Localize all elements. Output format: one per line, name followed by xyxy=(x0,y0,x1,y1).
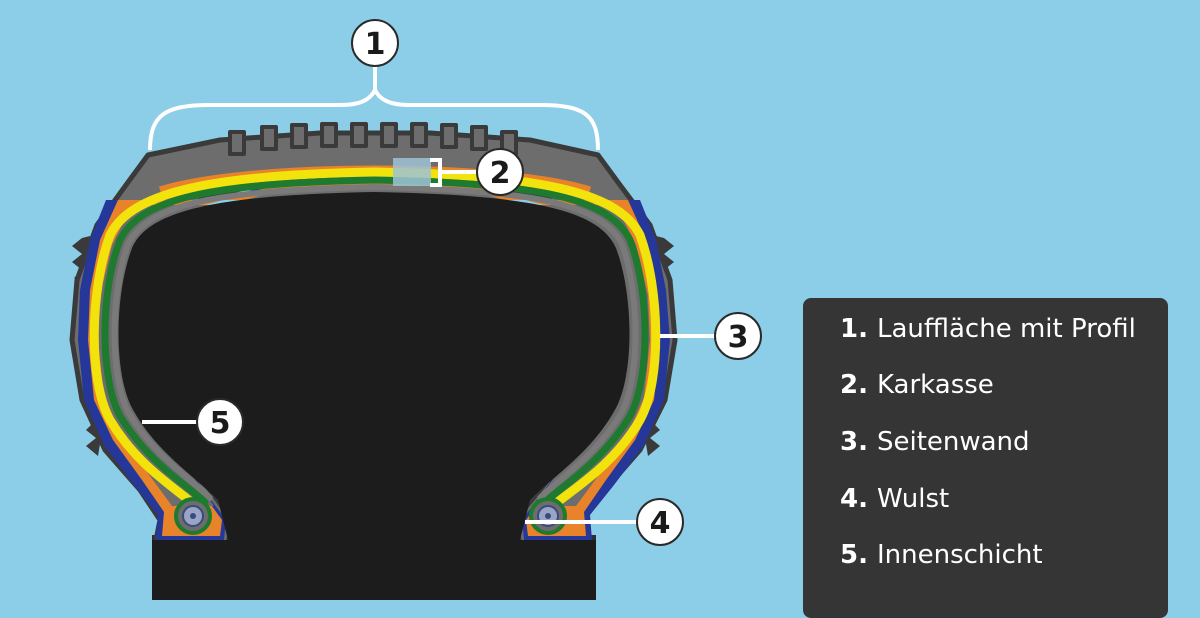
callout-4-badge xyxy=(636,498,684,546)
carcass-green-layer xyxy=(101,176,649,506)
legend-item-number: 1. xyxy=(840,314,868,344)
carcass-highlight xyxy=(393,158,431,186)
left-bead xyxy=(174,497,212,535)
carcass-yellow-layer xyxy=(89,167,661,515)
legend-item-number: 5. xyxy=(840,540,868,570)
legend-item-label: Innenschicht xyxy=(876,540,1043,570)
legend-item-carcass: 2. Karkasse xyxy=(840,370,994,400)
legend-item-number: 2. xyxy=(840,370,868,400)
legend-item-tread: 1. Lauffläche mit Profil xyxy=(840,314,1136,344)
legend-item-label: Lauffläche mit Profil xyxy=(876,314,1136,344)
inner-liner-grey xyxy=(111,183,639,501)
legend-item-bead: 4. Wulst xyxy=(840,484,949,514)
legend-item-sidewall: 3. Seitenwand xyxy=(840,427,1030,457)
callout-4-number: 4 xyxy=(650,506,671,541)
legend-item-label: Seitenwand xyxy=(876,427,1030,457)
callout-2-number: 2 xyxy=(490,156,511,191)
legend-item-inner-layer: 5. Innenschicht xyxy=(840,540,1043,570)
legend-item-label: Karkasse xyxy=(876,370,994,400)
tire-interior xyxy=(118,192,630,600)
right-bead xyxy=(529,497,567,535)
legend-panel: 1. Lauffläche mit Profil 2. Karkasse 3. Sei… xyxy=(803,298,1168,618)
legend-item-number: 4. xyxy=(840,484,868,514)
tire-cross-section-diagram: 1 2 3 4 5 xyxy=(69,19,762,600)
callout-3-badge xyxy=(714,312,762,360)
legend-item-number: 3. xyxy=(840,427,868,457)
callout-2-badge xyxy=(476,148,524,196)
callout-5-badge xyxy=(196,398,244,446)
tread-profile xyxy=(228,122,518,156)
callout-5-number: 5 xyxy=(210,406,231,441)
legend-item-label: Wulst xyxy=(876,484,950,514)
callout-1-badge xyxy=(351,19,399,67)
callout-1-number: 1 xyxy=(365,27,386,62)
callout-3-number: 3 xyxy=(728,320,749,355)
